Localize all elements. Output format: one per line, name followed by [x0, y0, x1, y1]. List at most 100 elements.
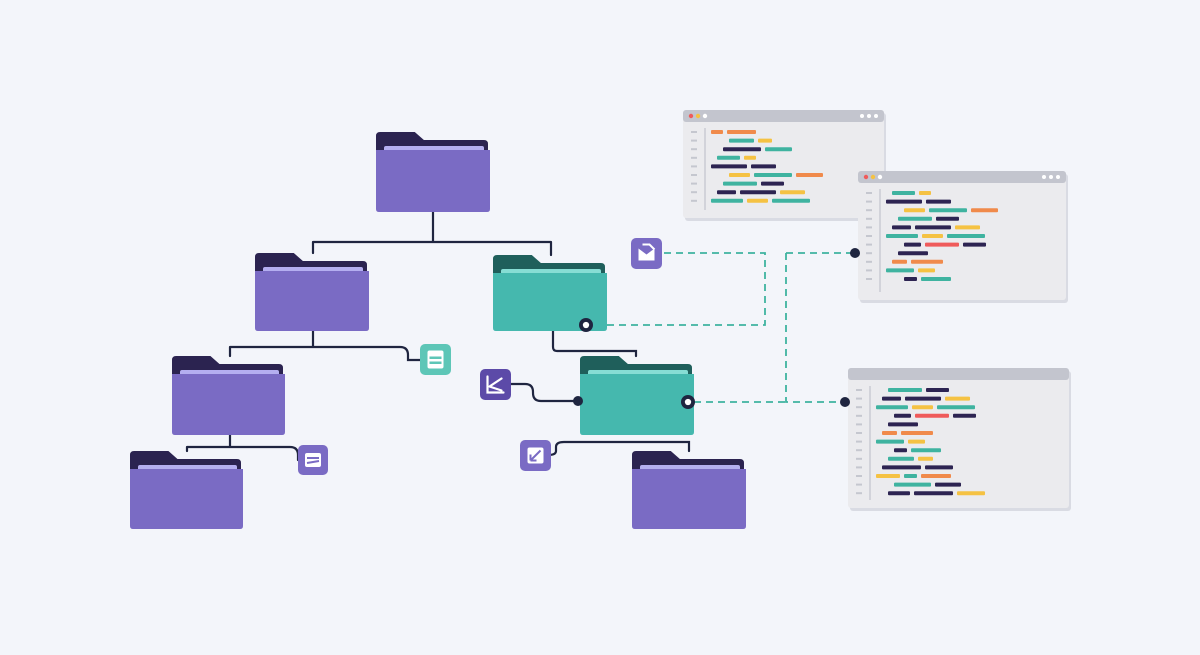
code-token: [747, 198, 768, 203]
code-token: [727, 130, 756, 134]
code-token: [886, 199, 922, 204]
code-token: [921, 474, 951, 478]
line-number: [856, 483, 862, 486]
code-windows-group: [683, 110, 1071, 511]
tree-connectors: [185, 210, 691, 462]
folder-front: [580, 374, 694, 435]
line-number: [691, 156, 697, 159]
code-token: [894, 482, 931, 487]
folder-icon: [376, 132, 490, 212]
list-badge: [420, 344, 451, 375]
code-token: [729, 138, 754, 143]
line-number: [866, 243, 872, 246]
code-token: [717, 190, 736, 195]
line-number: [856, 397, 862, 400]
window-dot: [863, 174, 869, 180]
line-number: [691, 165, 697, 168]
code-token: [911, 448, 941, 453]
line-number: [856, 414, 862, 417]
line-number: [691, 131, 697, 133]
code-token: [717, 155, 740, 160]
icon-shape: [642, 243, 656, 251]
code-token: [758, 138, 772, 143]
code-token: [918, 456, 933, 461]
code-token: [711, 198, 743, 203]
code-token: [915, 225, 951, 230]
code-window-top: [683, 110, 886, 221]
line-number: [691, 199, 697, 202]
code-token: [918, 268, 935, 273]
code-token: [937, 405, 975, 410]
code-window-bottom: [848, 368, 1071, 511]
window-titlebar: [858, 171, 1066, 183]
code-token: [957, 491, 985, 496]
line-number: [856, 466, 862, 469]
code-token: [971, 208, 998, 213]
window-control-icon: [867, 114, 871, 118]
line-number: [691, 191, 697, 194]
port-dot: [573, 396, 583, 406]
code-token: [888, 422, 918, 427]
code-token: [925, 465, 953, 470]
transfer-icon: [638, 243, 656, 261]
code-token: [904, 474, 917, 478]
window-control-icon: [874, 114, 878, 118]
connector-line: [228, 329, 422, 362]
folder-front: [130, 469, 243, 529]
merge-badge: [480, 369, 511, 400]
line-number: [866, 269, 872, 272]
edit-icon: [527, 447, 544, 464]
badge-tile: [480, 369, 511, 400]
folder-icon: [172, 356, 285, 435]
arrow-badge: [631, 238, 662, 269]
code-token: [772, 198, 810, 203]
folder-front: [172, 374, 285, 435]
folder-front: [255, 271, 369, 331]
code-token: [876, 439, 904, 444]
icon-shape: [427, 350, 444, 369]
edit-badge: [520, 440, 551, 471]
icon-shape: [429, 361, 442, 364]
folders-group: [130, 132, 746, 529]
folder-icon: [580, 356, 694, 435]
code-token: [935, 482, 961, 487]
code-token: [912, 405, 933, 410]
code-token: [751, 164, 776, 169]
code-token: [882, 431, 897, 435]
window-dot: [688, 113, 694, 119]
connector-line: [311, 210, 553, 257]
code-token: [904, 208, 925, 213]
line-number: [866, 235, 872, 237]
line-number: [866, 252, 872, 255]
code-token: [888, 456, 914, 461]
port-center: [582, 321, 590, 329]
line-number: [866, 260, 872, 263]
line-number: [856, 440, 862, 443]
code-token: [723, 147, 761, 152]
code-token: [886, 268, 914, 273]
folder-icon: [632, 451, 746, 529]
code-token: [936, 216, 959, 221]
dashed-link: [785, 253, 845, 403]
window-control-icon: [1056, 175, 1060, 179]
connector-line: [551, 329, 638, 358]
merge-icon: [486, 375, 505, 394]
code-token: [914, 491, 953, 496]
code-token: [723, 181, 757, 186]
connector-line: [185, 433, 300, 462]
window-control-icon: [1049, 175, 1053, 179]
code-window-middle: [858, 171, 1068, 303]
line-number: [856, 457, 862, 460]
code-token: [919, 191, 931, 195]
code-token: [894, 448, 907, 453]
code-token: [926, 199, 951, 204]
line-number: [866, 192, 872, 194]
line-number: [856, 492, 862, 495]
code-token: [882, 465, 921, 470]
window-control-icon: [860, 114, 864, 118]
code-token: [929, 208, 967, 213]
code-token: [922, 234, 943, 238]
line-number: [856, 449, 862, 452]
folder-icon: [255, 253, 369, 331]
code-token: [904, 242, 921, 247]
